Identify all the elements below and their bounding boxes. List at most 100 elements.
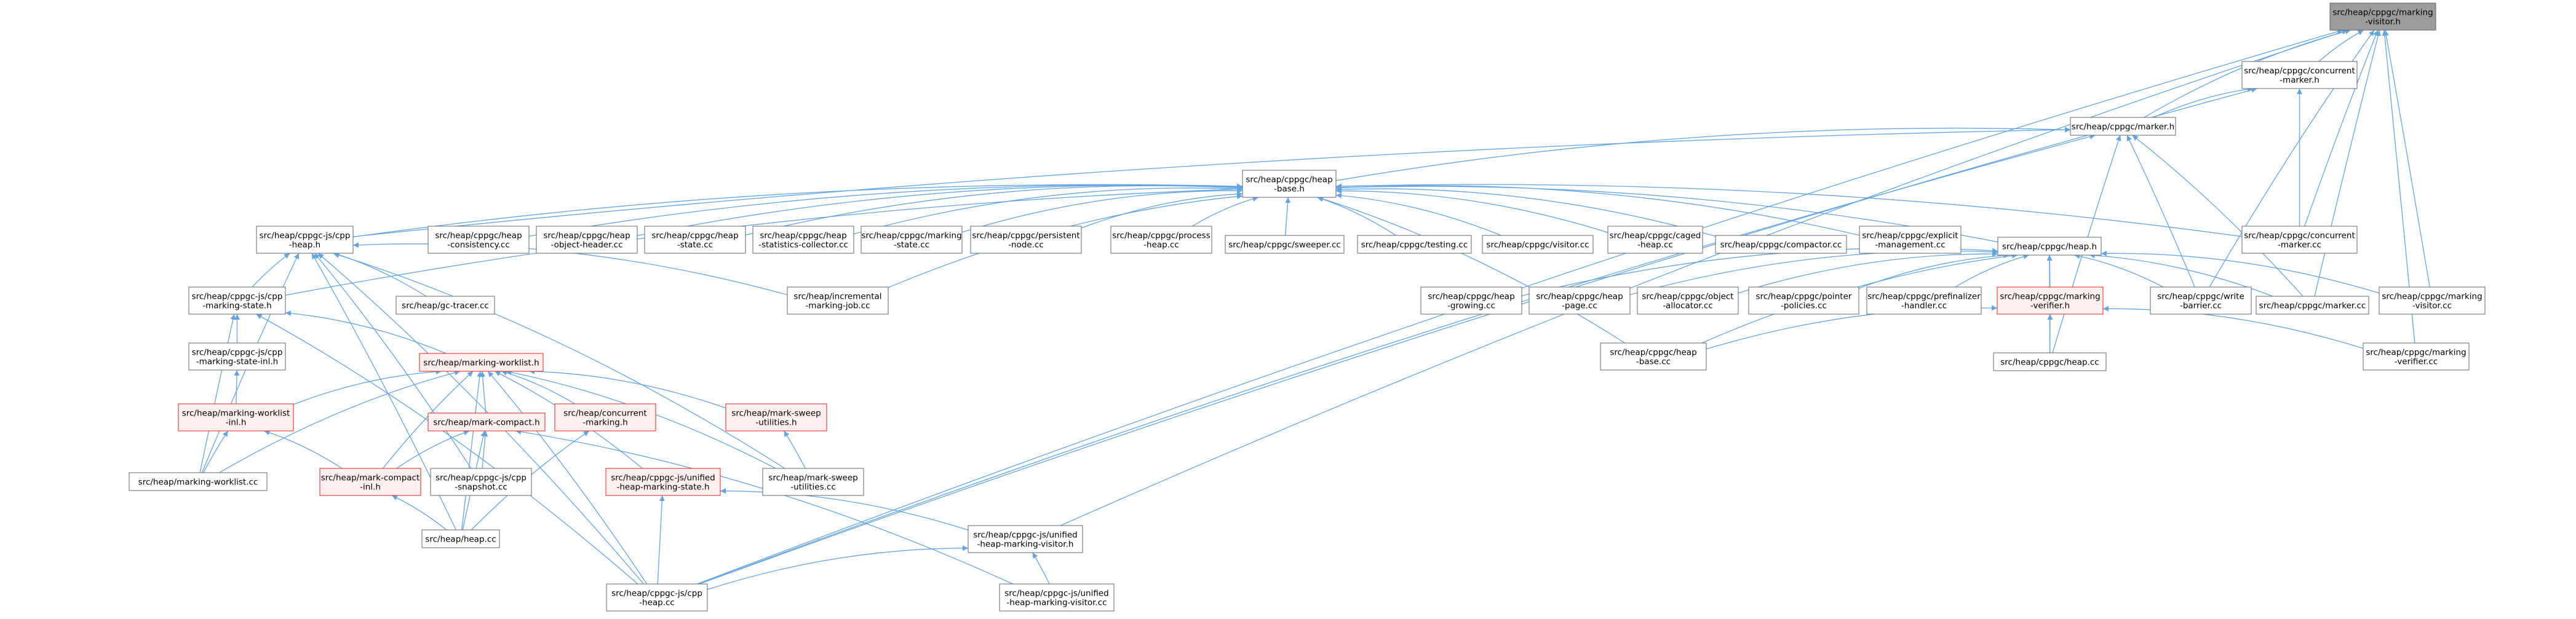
edge-mark_sweep_utilities_h-includes-marking_worklist_h [529, 368, 726, 409]
edge-unified_heap_marking_visitor_h-includes-unified_heap_marking_state_h [720, 488, 969, 530]
node-label: src/heap/cppgc/testing.cc [1361, 240, 1468, 250]
node-prefinalizer-handler-cc[interactable]: src/heap/cppgc/prefinalizer-handler.cc [1866, 286, 1982, 315]
edge-persistent_node_cc-includes-heap_base_h [1081, 191, 1243, 229]
edge-cppgc_js_cpp_heap_cc-includes-marking_worklist_h [487, 371, 648, 585]
node-marking-verifier-h[interactable]: src/heap/cppgc/marking-verifier.h [1997, 286, 2104, 315]
node-mark-sweep-utilities-cc[interactable]: src/heap/mark-sweep-utilities.cc [762, 468, 864, 496]
edge-heap_base_cc-includes-heap_base_h [1318, 196, 1626, 344]
edge-cppgc_js_cpp_heap_h-includes-marker_h [352, 127, 2071, 237]
node-label: -utilities.h [755, 418, 797, 428]
node-label: -growing.cc [1447, 301, 1495, 311]
node-marker-cc[interactable]: src/heap/cppgc/marker.cc [2256, 296, 2369, 315]
node-cppgc-heap-h[interactable]: src/heap/cppgc/heap.h [1997, 237, 2102, 256]
node-label: src/heap/cppgc-js/cpp [260, 231, 351, 241]
node-write-barrier-cc[interactable]: src/heap/cppgc/write-barrier.cc [2150, 286, 2252, 315]
edge-pointer_policies_cc-includes-cppgc_heap_h [1858, 253, 2010, 289]
edge-cpp_snapshot_cc-includes-cppgc_js_cpp_heap_h [314, 253, 472, 469]
edge-cppgc_js_cpp_heap_cc-includes-marker_h [699, 133, 2096, 585]
node-box [1997, 237, 2102, 256]
node-box [1748, 286, 1859, 315]
node-box [536, 226, 638, 254]
nodes-layer: src/heap/cppgc/marking-visitor.h src/heap… [129, 2, 2486, 612]
node-label: src/heap/cppgc/heap [760, 231, 846, 241]
node-unified-heap-marking-state-h[interactable]: src/heap/cppgc-js/unified-heap-marking-s… [605, 468, 721, 496]
node-box [421, 529, 500, 548]
node-label: src/heap/cppgc-js/cpp [192, 348, 283, 358]
node-label: src/heap/cppgc/sweeper.cc [1228, 240, 1341, 250]
node-cppgc-js-marking-state-h[interactable]: src/heap/cppgc-js/cpp-marking-state.h [188, 286, 286, 315]
node-cppgc-js-marking-state-inl-h[interactable]: src/heap/cppgc-js/cpp-marking-state-inl.… [188, 342, 286, 371]
node-gc-tracer-cc[interactable]: src/heap/gc-tracer.cc [396, 296, 495, 315]
node-marking-verifier-cc[interactable]: src/heap/cppgc/marking-verifier.cc [2363, 342, 2470, 371]
node-compactor-cc[interactable]: src/heap/cppgc/compactor.cc [1715, 235, 1847, 254]
edge-cppgc_js_cpp_heap_cc-includes-cppgc_js_marking_state_h [256, 313, 638, 585]
node-unified-heap-marking-visitor-cc[interactable]: src/heap/cppgc-js/unified-heap-marking-v… [999, 583, 1115, 612]
node-box [1637, 286, 1739, 315]
node-cppgc-js-cpp-heap-h[interactable]: src/heap/cppgc-js/cpp-heap.h [256, 226, 354, 254]
node-label: -barrier.cc [2180, 301, 2222, 311]
node-box [1110, 226, 1212, 254]
node-marker-h[interactable]: src/heap/cppgc/marker.h [2070, 117, 2176, 136]
node-box [1859, 226, 1962, 254]
node-heap-base-cc[interactable]: src/heap/cppgc/heap-base.cc [1600, 342, 1707, 371]
node-box [2070, 117, 2176, 136]
node-concurrent-marking-h[interactable]: src/heap/concurrent-marking.h [554, 403, 656, 432]
node-heap-statistics-collector-cc[interactable]: src/heap/cppgc/heap-statistics-collector… [752, 226, 854, 254]
node-mark-compact-inl-h[interactable]: src/heap/mark-compact-inl.h [319, 468, 421, 496]
node-testing-cc[interactable]: src/heap/cppgc/testing.cc [1357, 235, 1472, 254]
node-heap-page-cc[interactable]: src/heap/cppgc/heap-page.cc [1529, 286, 1631, 315]
edge-cppgc_js_cpp_heap_cc-includes-unified_heap_marking_visitor_h [707, 545, 969, 590]
edge-marking_visitor_cc-includes-marking_visitor_h [2383, 30, 2430, 288]
node-label: src/heap/cppgc/prefinalizer [1867, 292, 1981, 302]
node-caged-heap-cc[interactable]: src/heap/cppgc/caged-heap.cc [1607, 226, 1703, 254]
node-incremental-marking-job-cc[interactable]: src/heap/incremental-marking-job.cc [787, 286, 889, 315]
node-mark-compact-h[interactable]: src/heap/mark-compact.h [427, 412, 546, 432]
edge-gc_tracer_cc-includes-cppgc_js_cpp_heap_h [333, 252, 427, 297]
node-explicit-management-cc[interactable]: src/heap/cppgc/explicit-management.cc [1859, 226, 1962, 254]
node-marking-visitor-h[interactable]: src/heap/cppgc/marking-visitor.h [2329, 2, 2436, 31]
node-box [419, 353, 544, 372]
node-marking-state-cc[interactable]: src/heap/cppgc/marking-state.cc [861, 226, 963, 254]
node-cppgc-heap-cc[interactable]: src/heap/cppgc/heap.cc [1993, 352, 2107, 371]
node-marking-worklist-h[interactable]: src/heap/marking-worklist.h [419, 353, 544, 372]
edge-concurrent_marking_h-includes-marking_worklist_h [501, 370, 575, 404]
node-cpp-snapshot-cc[interactable]: src/heap/cppgc-js/cpp-snapshot.cc [430, 468, 532, 496]
node-label: -base.h [1274, 184, 1305, 194]
node-box [605, 468, 721, 496]
edge-marking_worklist_inl_h-includes-cppgc_js_marking_state_inl_h [234, 369, 240, 404]
edges-layer [199, 28, 2430, 590]
node-marking-visitor-cc[interactable]: src/heap/cppgc/marking-visitor.cc [2379, 286, 2486, 315]
node-marking-worklist-cc[interactable]: src/heap/marking-worklist.cc [129, 472, 268, 491]
node-box [2241, 61, 2358, 89]
node-heap-state-cc[interactable]: src/heap/cppgc/heap-state.cc [644, 226, 746, 254]
node-object-allocator-cc[interactable]: src/heap/cppgc/object-allocator.cc [1637, 286, 1739, 315]
node-concurrent-marker-cc[interactable]: src/heap/cppgc/concurrent-marker.cc [2241, 226, 2358, 254]
node-unified-heap-marking-visitor-h[interactable]: src/heap/cppgc-js/unified-heap-marking-v… [968, 525, 1083, 553]
node-process-heap-cc[interactable]: src/heap/cppgc/process-heap.cc [1110, 226, 1212, 254]
node-marking-worklist-inl-h[interactable]: src/heap/marking-worklist-inl.h [178, 403, 294, 432]
edge-marking_worklist_inl_h-includes-marking_worklist_h [293, 369, 442, 405]
node-heap-heap-cc[interactable]: src/heap/heap.cc [421, 529, 500, 548]
node-label: src/heap/cppgc/heap [435, 231, 522, 241]
node-sweeper-cc[interactable]: src/heap/cppgc/sweeper.cc [1225, 235, 1345, 254]
node-label: -visitor.h [2365, 17, 2401, 27]
node-box [554, 403, 656, 432]
node-mark-sweep-utilities-h[interactable]: src/heap/mark-sweep-utilities.h [725, 403, 827, 432]
edge-cppgc_js_marking_state_h-includes-heap_base_h [285, 186, 1243, 296]
node-cppgc-js-cpp-heap-cc[interactable]: src/heap/cppgc-js/cpp-heap.cc [606, 583, 708, 612]
node-box [1357, 235, 1472, 254]
node-visitor-cc[interactable]: src/heap/cppgc/visitor.cc [1482, 235, 1594, 254]
node-pointer-policies-cc[interactable]: src/heap/cppgc/pointer-policies.cc [1748, 286, 1859, 315]
node-persistent-node-cc[interactable]: src/heap/cppgc/persistent-node.cc [970, 226, 1082, 254]
node-heap-base-h[interactable]: src/heap/cppgc/heap-base.h [1242, 170, 1337, 198]
node-heap-object-header-cc[interactable]: src/heap/cppgc/heap-object-header.cc [536, 226, 638, 254]
node-label: -page.cc [1562, 301, 1597, 311]
node-heap-consistency-cc[interactable]: src/heap/cppgc/heap-consistency.cc [427, 226, 530, 254]
node-heap-growing-cc[interactable]: src/heap/cppgc/heap-growing.cc [1420, 286, 1522, 315]
node-concurrent-marker-h[interactable]: src/heap/cppgc/concurrent-marker.h [2241, 61, 2358, 89]
edge-heap_base_h-includes-marker_h [1335, 127, 2071, 181]
edge-mark_sweep_utilities_cc-includes-mark_sweep_utilities_h [784, 430, 806, 469]
node-box [2256, 296, 2369, 315]
node-label: src/heap/marking-worklist.cc [138, 478, 258, 487]
